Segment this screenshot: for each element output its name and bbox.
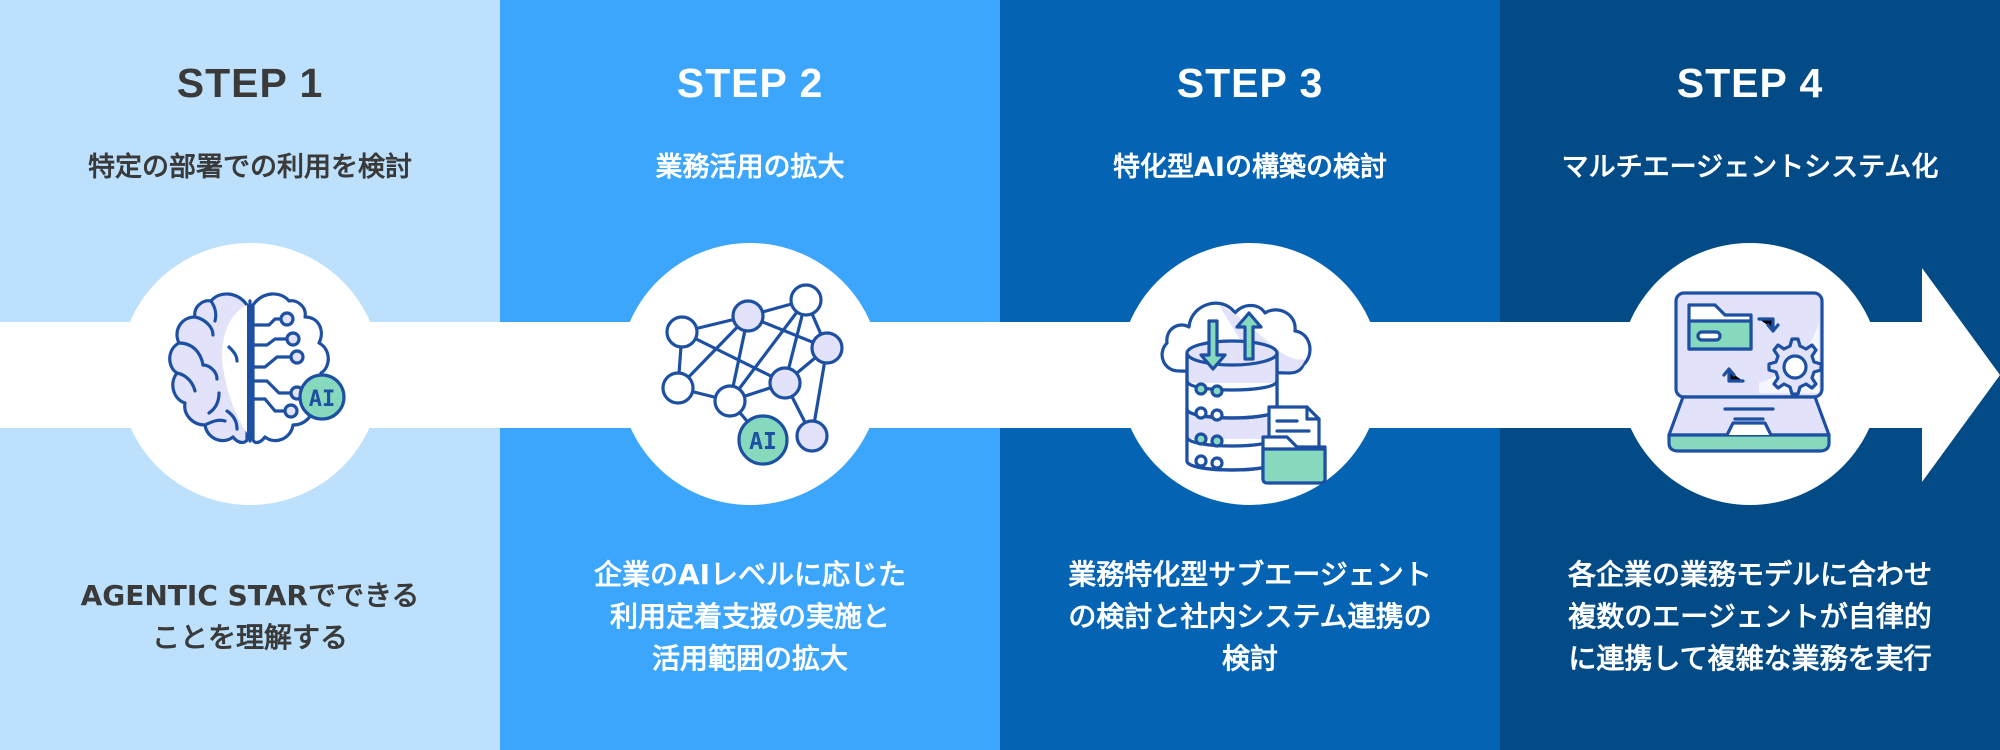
- step-3-icon-circle: [1119, 243, 1381, 505]
- step-2-description: 企業のAIレベルに応じた 利用定着支援の実施と 活用範囲の拡大: [500, 550, 1000, 684]
- step-1-icon-circle: AI: [119, 243, 381, 505]
- step-1-title: 特定の部署での利用を検討: [88, 152, 412, 183]
- neural-network-ai-icon: AI: [661, 283, 844, 466]
- step-3-description-line: 検討: [1221, 642, 1278, 675]
- step-1-description-line: AGENTIC STARでできる: [80, 579, 420, 612]
- step-2-label: STEP 2: [676, 60, 824, 106]
- step-2-description-line: 企業のAIレベルに応じた: [593, 558, 907, 591]
- step-3-description: 業務特化型サブエージェント の検討と社内システム連携の 検討: [1000, 550, 1500, 684]
- step-3-description-line: の検討と社内システム連携の: [1068, 600, 1432, 633]
- step-4-description-line: 複数のエージェントが自律的: [1568, 600, 1932, 633]
- step-1-description-line: ことを理解する: [151, 621, 348, 654]
- progress-arrow-head-icon: [1922, 268, 2000, 482]
- step-3-label: STEP 3: [1176, 60, 1324, 106]
- step-4-icon-circle: [1619, 243, 1881, 505]
- step-4-title: マルチエージェントシステム化: [1561, 152, 1939, 183]
- step-4-label: STEP 4: [1676, 60, 1824, 106]
- step-3-description-line: 業務特化型サブエージェント: [1068, 558, 1432, 591]
- step-2-icon-circle: AI: [619, 243, 881, 505]
- ai-badge-label: AI: [309, 387, 336, 412]
- ai-badge-label: AI: [749, 429, 777, 455]
- step-2-description-line: 活用範囲の拡大: [651, 642, 848, 675]
- step-1-description: AGENTIC STARでできる ことを理解する: [0, 550, 500, 684]
- cloud-database-icon: [1160, 301, 1327, 485]
- step-2-description-line: 利用定着支援の実施と: [609, 600, 890, 633]
- step-4-description: 各企業の業務モデルに合わせ 複数のエージェントが自律的 に連携して複雑な業務を実…: [1500, 550, 2000, 684]
- step-4-description-line: に連携して複雑な業務を実行: [1568, 642, 1932, 675]
- step-2-title: 業務活用の拡大: [655, 152, 845, 183]
- step-1-label: STEP 1: [176, 60, 324, 106]
- step-3-title: 特化型AIの構築の検討: [1113, 152, 1387, 183]
- step-4-description-line: 各企業の業務モデルに合わせ: [1567, 558, 1932, 591]
- laptop-automation-icon: [1667, 291, 1831, 453]
- brain-ai-icon: AI: [168, 292, 346, 445]
